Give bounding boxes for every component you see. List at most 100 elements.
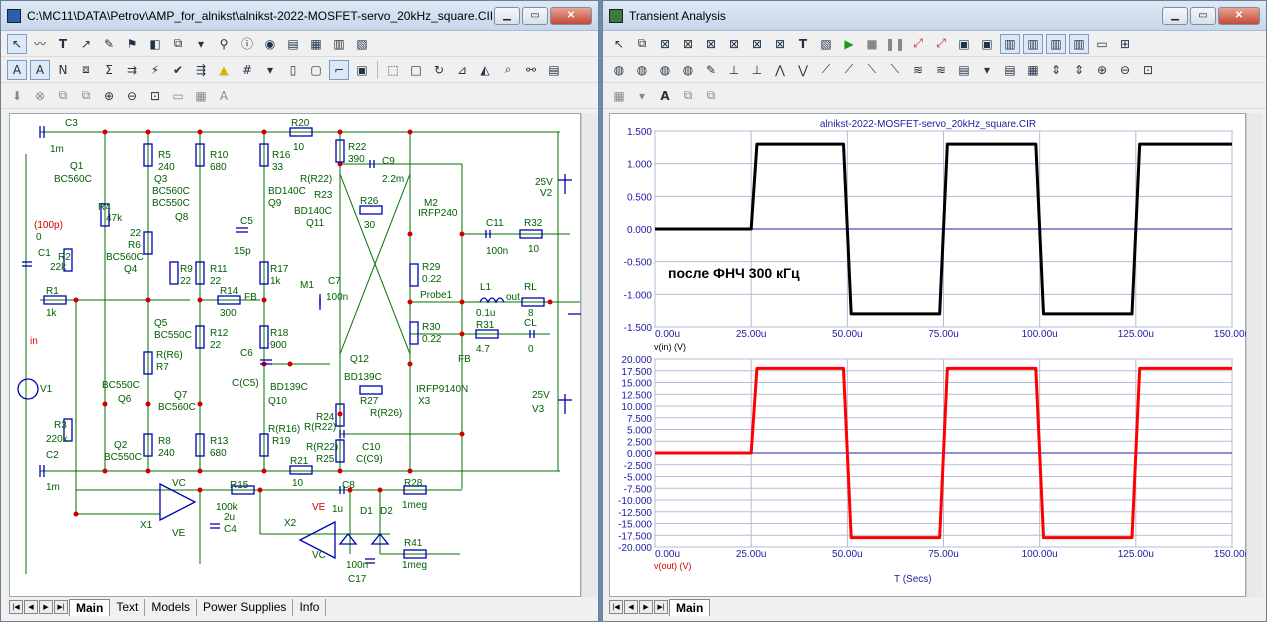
copy-icon[interactable]: ⧉ — [58, 88, 68, 102]
stop-icon[interactable]: ⊗ — [34, 88, 46, 103]
flag-tool-icon[interactable]: ⚑ — [126, 36, 138, 51]
power-icon[interactable]: ⚡ — [150, 62, 160, 77]
grid-icon[interactable]: # — [241, 62, 253, 77]
find-icon[interactable]: ⌕ — [504, 62, 512, 76]
rotate-icon[interactable]: ↻ — [433, 62, 445, 77]
font-icon[interactable]: A — [219, 88, 229, 103]
dropdown-arrow-icon-3[interactable]: ▾ — [983, 62, 991, 77]
zoom-in-icon-2[interactable]: ⊕ — [1096, 62, 1108, 77]
zoom-out-icon-2[interactable]: ⊖ — [1119, 62, 1131, 77]
paste-icon-2[interactable]: ⧉ — [706, 88, 716, 102]
pen-tool-icon[interactable]: ✎ — [103, 36, 115, 51]
help-icon[interactable]: ◉ — [264, 36, 276, 51]
cursor-mode-icon-1[interactable]: ◍ — [613, 62, 625, 77]
peak-icon-1[interactable]: ⊥ — [728, 62, 740, 77]
scale-mode-icon-5[interactable]: ⊠ — [751, 36, 763, 51]
scale-mode-icon-1[interactable]: ⊠ — [659, 36, 671, 51]
text-icon[interactable]: T — [798, 36, 808, 51]
properties-icon-2[interactable]: ▧ — [820, 36, 832, 51]
inflection-icon[interactable]: ≋ — [912, 62, 924, 77]
plot-vscrollbar[interactable] — [1246, 113, 1263, 597]
select-icon[interactable]: ↖ — [613, 36, 625, 51]
prev-tab-button[interactable]: ◀ — [24, 600, 38, 614]
warning-icon[interactable]: ▲ — [219, 62, 229, 77]
scale-mode-icon-2[interactable]: ⊠ — [682, 36, 694, 51]
plot-icon-5[interactable]: ▥ — [1046, 33, 1066, 54]
print-icon[interactable]: ▭ — [172, 88, 184, 103]
transient-titlebar[interactable]: Transient Analysis ▁ ▭ ✕ — [603, 1, 1266, 31]
list-icon[interactable]: ▤ — [1004, 62, 1016, 77]
peak-icon-3[interactable]: ⋀ — [775, 62, 785, 77]
zoom-fit-icon-2[interactable]: ⊡ — [1142, 62, 1154, 77]
plot-icon-6[interactable]: ▥ — [1069, 33, 1089, 54]
current-icon[interactable]: Σ — [105, 62, 113, 77]
line-tool-icon[interactable]: ↗ — [80, 36, 92, 51]
tab-models[interactable]: Models — [145, 598, 198, 616]
maximize-button[interactable]: ▭ — [522, 6, 548, 25]
paste-icon[interactable]: ⧉ — [81, 88, 91, 102]
properties-icon[interactable]: ▦ — [310, 36, 322, 51]
title-block-icon[interactable]: ▣ — [356, 62, 368, 77]
schematic-vscrollbar[interactable] — [581, 113, 598, 597]
macro-icon[interactable]: ⧉ — [173, 36, 183, 50]
valley-icon[interactable]: ⋁ — [798, 62, 808, 77]
attribute-text-icon[interactable]: A — [7, 59, 27, 80]
tab-info[interactable]: Info — [293, 598, 327, 616]
pin-markers-icon[interactable]: ⇶ — [195, 62, 207, 77]
scale-mode-icon-6[interactable]: ⊠ — [774, 36, 786, 51]
plot-canvas[interactable]: alnikst-2022-MOSFET-servo_20kHz_square.C… — [609, 113, 1250, 597]
pause-icon[interactable]: ❚❚ — [884, 36, 906, 51]
transient-close-button[interactable]: ✕ — [1218, 6, 1260, 25]
layout-icon[interactable]: ▦ — [195, 88, 207, 103]
edit-icon[interactable]: ✎ — [705, 62, 717, 77]
number-icon[interactable]: ▦ — [1027, 62, 1039, 77]
zoom-in-icon[interactable]: ⊕ — [103, 88, 115, 103]
probe-icon[interactable]: ⚲ — [219, 36, 229, 51]
plot-first-tab-button[interactable]: |◀ — [609, 600, 623, 614]
border-icon[interactable]: ⬚ — [387, 62, 399, 77]
plot-icon-4[interactable]: ▥ — [1023, 33, 1043, 54]
pin-connections-icon[interactable]: ⇉ — [126, 62, 138, 77]
slope-icon-3[interactable]: ⟍ — [867, 62, 877, 76]
schematic-canvas[interactable]: C3 1m Q1 BC560C R5 240 R10 680 R16 33 R2… — [9, 113, 582, 597]
plot-icon-3[interactable]: ▥ — [1000, 33, 1020, 54]
plot-icon-7[interactable]: ▭ — [1096, 36, 1108, 51]
binoculars-icon[interactable]: ⚯ — [525, 62, 537, 77]
zoom-out-icon[interactable]: ⊖ — [126, 88, 138, 103]
scale-mode-icon-4[interactable]: ⊠ — [728, 36, 740, 51]
next-tab-button[interactable]: ▶ — [39, 600, 53, 614]
dropdown-arrow-icon-4[interactable]: ▾ — [638, 88, 646, 103]
plot-tab-main[interactable]: Main — [669, 598, 711, 616]
table-icon[interactable]: ▥ — [333, 36, 345, 51]
run-icon[interactable]: ▶ — [844, 36, 854, 51]
info-icon[interactable]: ⓘ — [240, 37, 253, 51]
stop-icon-2[interactable]: ■ — [866, 36, 878, 51]
mirror-icon[interactable]: ⊿ — [456, 62, 468, 77]
step-down-icon[interactable]: ⬇ — [11, 88, 23, 103]
scale-mode-icon-3[interactable]: ⊠ — [705, 36, 717, 51]
cursor-mode-icon-2[interactable]: ◍ — [636, 62, 648, 77]
node-voltages-icon[interactable]: ⧈ — [82, 62, 90, 76]
minimize-button[interactable]: ▁ — [494, 6, 520, 25]
cursor-mode-icon-3[interactable]: ◍ — [659, 62, 671, 77]
flip-icon[interactable]: ◭ — [480, 62, 490, 77]
schematic-titlebar[interactable]: C:\MC11\DATA\Petrov\AMP_for_alnikst\alni… — [1, 1, 598, 31]
preferences-icon[interactable]: ▧ — [356, 36, 368, 51]
grid-text-icon[interactable]: A — [30, 59, 50, 80]
slope-icon-1[interactable]: ⟋ — [821, 62, 831, 76]
select-mode-icon[interactable]: ↖ — [7, 33, 27, 54]
expand-icon-2[interactable]: ⇕ — [1073, 62, 1085, 77]
tab-power-supplies[interactable]: Power Supplies — [197, 598, 294, 616]
expand-icon-1[interactable]: ⇕ — [1050, 62, 1062, 77]
slope-icon-4[interactable]: ⟍ — [890, 62, 900, 76]
scale-icon[interactable]: ⧉ — [637, 36, 647, 50]
slope-icon-2[interactable]: ⟋ — [844, 62, 854, 76]
copy-icon-2[interactable]: ⧉ — [683, 88, 693, 102]
rubberband-icon[interactable]: ⌐ — [329, 59, 349, 80]
plot-icon-8[interactable]: ⊞ — [1119, 36, 1131, 51]
blank-icon[interactable]: □ — [410, 62, 422, 77]
page-icon[interactable]: ▯ — [289, 62, 297, 77]
transient-minimize-button[interactable]: ▁ — [1162, 6, 1188, 25]
cursor-mode-icon-4[interactable]: ◍ — [682, 62, 694, 77]
cursor-icon-1[interactable]: ⤢ — [913, 36, 923, 50]
